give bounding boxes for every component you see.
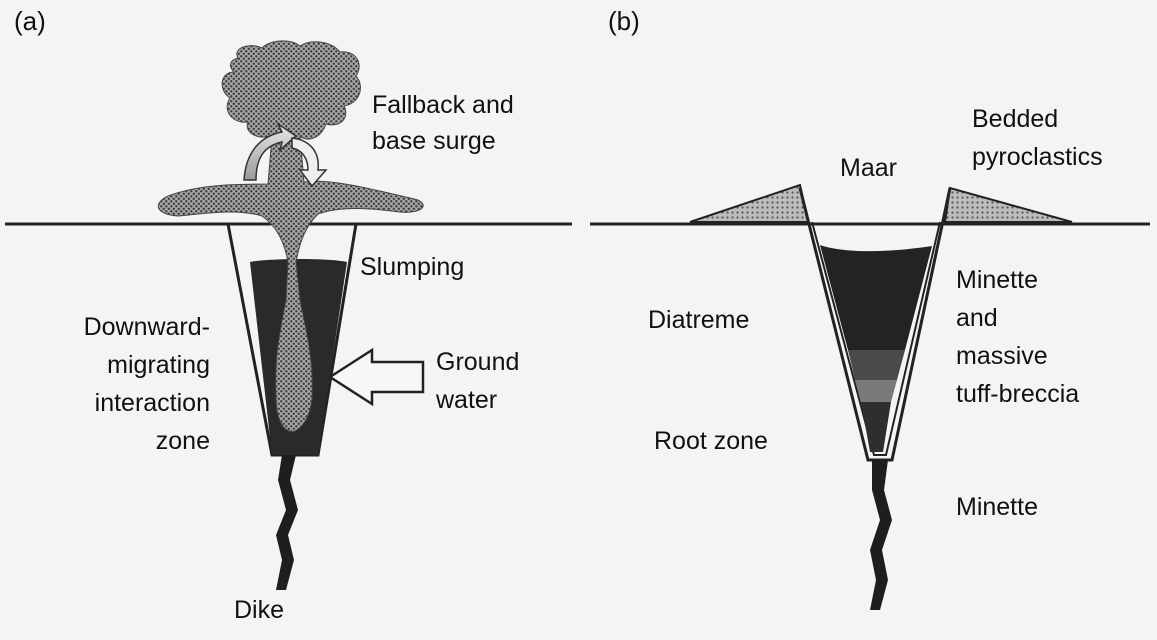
- label-minette-tuff-line4: tuff-breccia: [956, 379, 1079, 409]
- tephra-rim-left: [690, 185, 808, 222]
- label-downward-line4: zone: [20, 426, 210, 456]
- ground-water-arrow: [330, 350, 423, 404]
- label-minette-tuff-line1: Minette: [956, 265, 1038, 295]
- label-slumping: Slumping: [360, 252, 464, 282]
- label-maar: Maar: [840, 153, 897, 183]
- dike-a: [276, 455, 298, 590]
- label-diatreme: Diatreme: [648, 305, 749, 335]
- label-ground-water-line2: water: [436, 385, 497, 415]
- label-ground-water-line1: Ground: [436, 347, 519, 377]
- label-fallback-line2: base surge: [372, 126, 496, 156]
- label-downward-line2: migrating: [20, 350, 210, 380]
- label-downward-line3: interaction: [20, 388, 210, 418]
- tephra-rim-right: [945, 188, 1072, 222]
- dike-b: [870, 460, 892, 610]
- label-bedded-line1: Bedded: [972, 104, 1058, 134]
- label-root-zone: Root zone: [654, 426, 768, 456]
- label-dike: Dike: [234, 595, 284, 625]
- panel-b-tag: (b): [608, 6, 640, 36]
- label-minette-tuff-line3: massive: [956, 341, 1048, 371]
- label-fallback-line1: Fallback and: [372, 90, 514, 120]
- diatreme-fill-mid: [848, 350, 905, 380]
- label-bedded-line2: pyroclastics: [972, 142, 1103, 172]
- panel-a-tag: (a): [14, 6, 46, 36]
- label-downward-line1: Downward-: [20, 312, 210, 342]
- label-minette: Minette: [956, 492, 1038, 522]
- label-minette-tuff-line2: and: [956, 303, 998, 333]
- diatreme-fill-light: [855, 380, 897, 402]
